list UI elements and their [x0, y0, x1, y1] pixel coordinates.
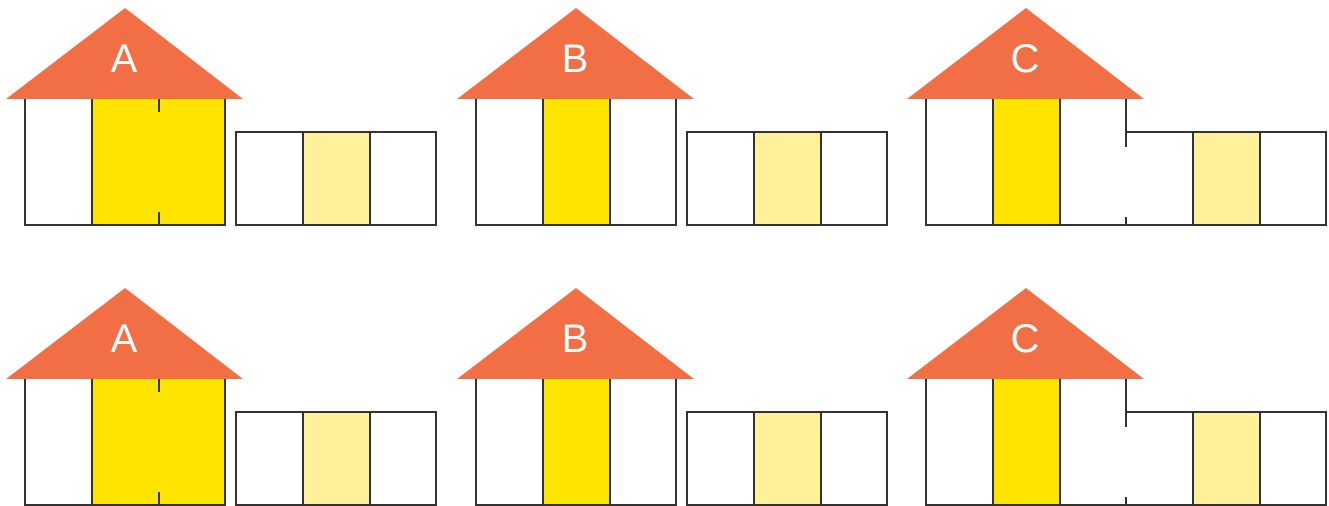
door-panel — [543, 99, 610, 225]
door-panel — [993, 379, 1060, 505]
door-panel — [92, 99, 225, 225]
door-panel — [92, 379, 225, 505]
annex — [686, 411, 888, 506]
house-wall — [475, 99, 677, 226]
house-c: C — [907, 8, 1327, 226]
house-wall — [24, 99, 226, 226]
house-wall — [24, 379, 226, 506]
annex — [235, 131, 437, 226]
roof — [457, 288, 694, 379]
roof — [457, 8, 694, 99]
door-panel — [993, 99, 1060, 225]
roof — [907, 8, 1144, 99]
annex-pale-panel — [1193, 412, 1260, 505]
house-label: A — [111, 317, 138, 361]
house-label: B — [562, 37, 589, 81]
house-a: A — [6, 288, 437, 506]
row-2: A B C — [6, 288, 1327, 506]
house-label: C — [1011, 317, 1040, 361]
house-wall — [925, 99, 1327, 226]
annex-pale-panel — [754, 412, 821, 505]
annex-pale-panel — [303, 132, 370, 225]
annex-pale-panel — [754, 132, 821, 225]
roof — [6, 8, 243, 99]
roof — [6, 288, 243, 379]
house-label: A — [111, 37, 138, 81]
house-wall — [925, 379, 1327, 506]
annex — [686, 131, 888, 226]
house-a: A — [6, 8, 437, 226]
annex — [235, 411, 437, 506]
annex-pale-panel — [303, 412, 370, 505]
annex-pale-panel — [1193, 132, 1260, 225]
house-c: C — [907, 288, 1327, 506]
house-wall — [475, 379, 677, 506]
door-panel — [543, 379, 610, 505]
house-b: B — [457, 288, 888, 506]
house-label: C — [1011, 37, 1040, 81]
row-1: A B C — [6, 8, 1327, 226]
house-label: B — [562, 317, 589, 361]
roof — [907, 288, 1144, 379]
house-b: B — [457, 8, 888, 226]
